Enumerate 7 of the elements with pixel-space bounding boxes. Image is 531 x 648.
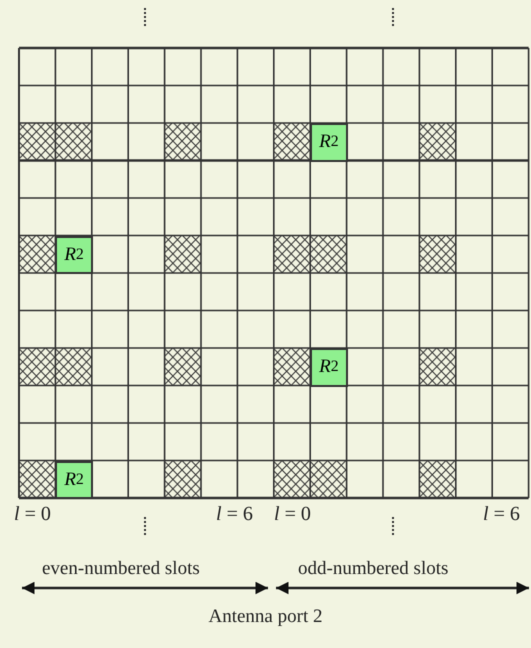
index-label: l = 0 xyxy=(274,503,311,526)
slot-label: odd-numbered slots xyxy=(298,558,448,580)
slot-label: even-numbered slots xyxy=(42,558,200,580)
index-label: l = 6 xyxy=(483,503,520,526)
index-label: l = 0 xyxy=(14,503,51,526)
index-label: l = 6 xyxy=(216,503,253,526)
caption: Antenna port 2 xyxy=(208,606,324,628)
